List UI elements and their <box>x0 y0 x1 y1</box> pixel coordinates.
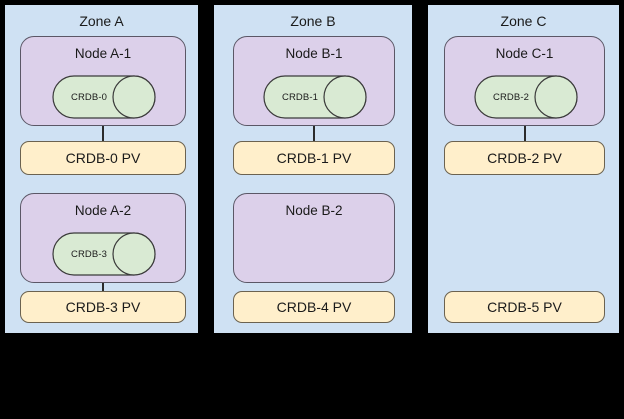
pod-cylinder-crdb-2[interactable]: CRDB-2 <box>474 75 578 119</box>
node-title-c-1: Node C-1 <box>495 46 554 61</box>
pod-cylinder-crdb-3[interactable]: CRDB-3 <box>52 232 156 276</box>
pv-box-crdb-4[interactable]: CRDB-4 PV <box>233 291 395 323</box>
node-box-b-1[interactable]: Node B-1 CRDB-1 <box>233 36 395 126</box>
zone-panel-c[interactable]: Zone C Node C-1 CRDB-2 CRDB-2 PV CRDB-5 … <box>427 4 620 334</box>
pv-box-crdb-0[interactable]: CRDB-0 PV <box>20 141 186 175</box>
pv-box-crdb-5[interactable]: CRDB-5 PV <box>444 291 605 323</box>
pv-box-crdb-2[interactable]: CRDB-2 PV <box>444 141 605 175</box>
pv-label-crdb-4: CRDB-4 PV <box>276 298 352 315</box>
zone-panel-b[interactable]: Zone B Node B-1 CRDB-1 CRDB-1 PV Node B-… <box>213 4 413 334</box>
connector-crdb-1 <box>313 126 315 141</box>
cylinder-icon <box>52 75 156 119</box>
node-box-a-1[interactable]: Node A-1 CRDB-0 <box>20 36 186 126</box>
zone-title-a: Zone A <box>79 13 124 29</box>
zone-title-b: Zone B <box>290 13 336 29</box>
pod-cylinder-crdb-1[interactable]: CRDB-1 <box>263 75 367 119</box>
connector-crdb-0 <box>102 126 104 141</box>
pv-label-crdb-1: CRDB-1 PV <box>276 149 352 166</box>
node-box-c-1[interactable]: Node C-1 CRDB-2 <box>444 36 605 126</box>
pv-label-crdb-5: CRDB-5 PV <box>487 298 562 315</box>
node-title-a-2: Node A-2 <box>74 203 132 218</box>
node-box-a-2[interactable]: Node A-2 CRDB-3 <box>20 193 186 283</box>
cylinder-icon <box>52 232 156 276</box>
cylinder-icon <box>474 75 578 119</box>
pv-box-crdb-3[interactable]: CRDB-3 PV <box>20 291 186 323</box>
pv-box-crdb-1[interactable]: CRDB-1 PV <box>233 141 395 175</box>
pod-cylinder-crdb-0[interactable]: CRDB-0 <box>52 75 156 119</box>
node-box-b-2[interactable]: Node B-2 <box>233 193 395 283</box>
pod-label-crdb-0: CRDB-0 <box>71 91 107 103</box>
pv-label-crdb-2: CRDB-2 PV <box>487 149 562 166</box>
pod-label-crdb-2: CRDB-2 <box>493 91 529 103</box>
cylinder-icon <box>263 75 367 119</box>
pv-label-crdb-3: CRDB-3 PV <box>65 298 141 315</box>
connector-crdb-2 <box>524 126 526 141</box>
node-title-b-2: Node B-2 <box>285 203 343 218</box>
node-title-a-1: Node A-1 <box>74 46 132 61</box>
pod-label-crdb-3: CRDB-3 <box>71 248 107 260</box>
node-title-b-1: Node B-1 <box>285 46 343 61</box>
connector-crdb-3 <box>102 283 104 294</box>
zone-panel-a[interactable]: Zone A Node A-1 CRDB-0 CRDB-0 PV Node A-… <box>4 4 199 334</box>
pv-label-crdb-0: CRDB-0 PV <box>65 149 141 166</box>
pod-label-crdb-1: CRDB-1 <box>282 91 318 103</box>
zone-title-c: Zone C <box>500 13 547 29</box>
